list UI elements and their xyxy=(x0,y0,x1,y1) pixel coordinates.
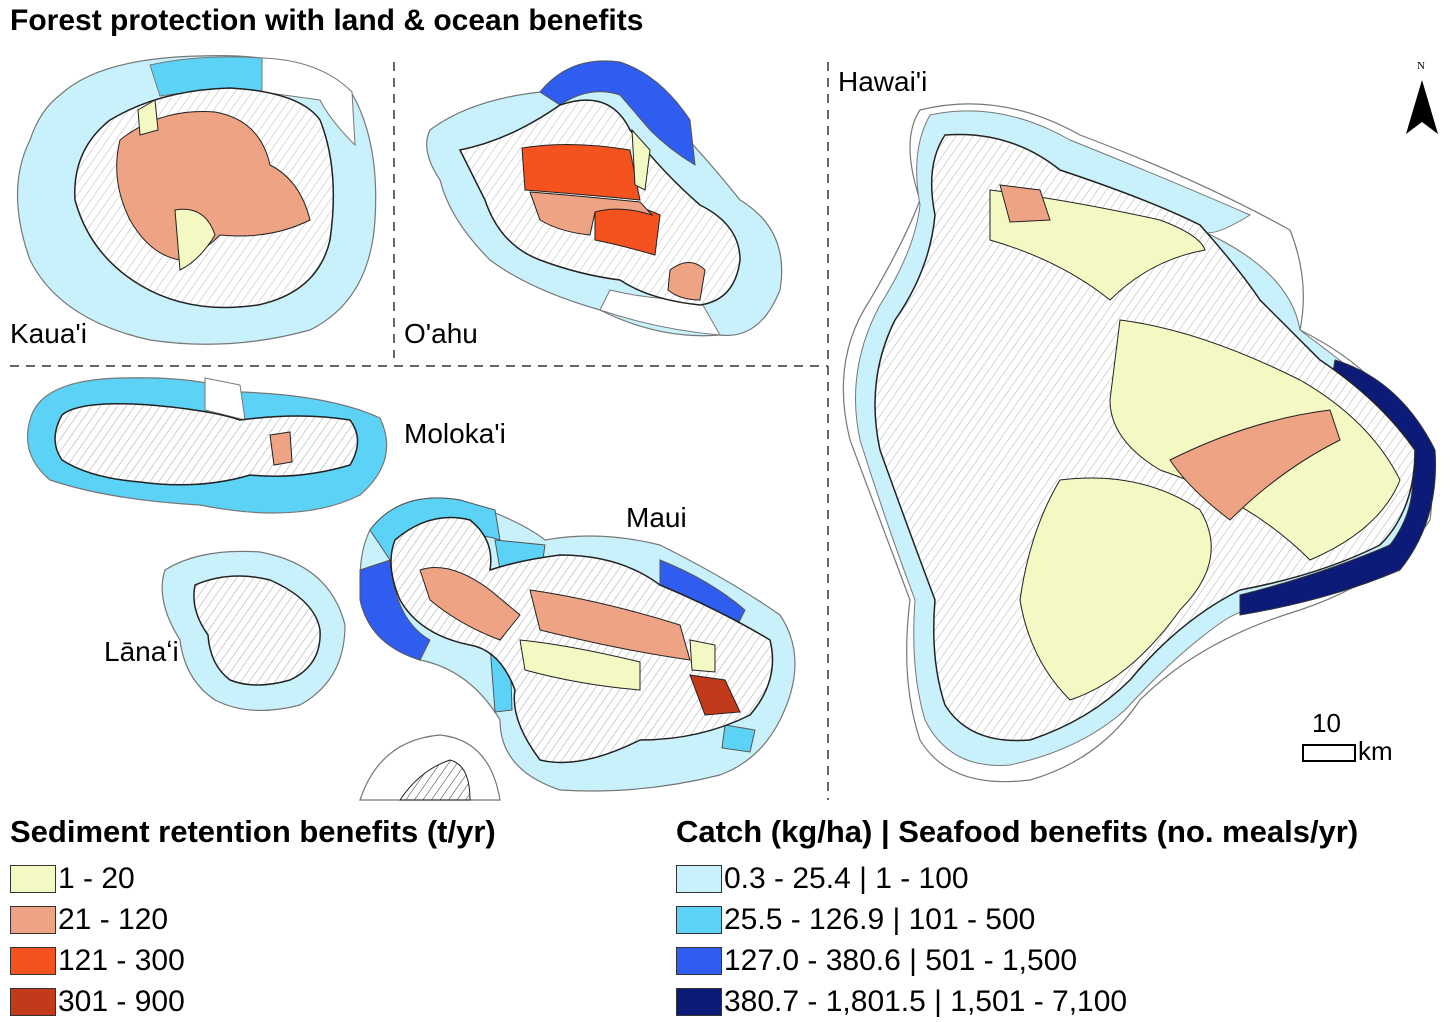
legend-sediment-item: 301 - 900 xyxy=(10,981,496,1022)
legend-catch-item: 0.3 - 25.4 | 1 - 100 xyxy=(676,858,1358,899)
label-kauai: Kaua'i xyxy=(10,318,87,349)
scale-bar: 10 km xyxy=(1300,708,1410,768)
kauai-sediment-1-20 xyxy=(174,208,216,271)
legend-label: 301 - 900 xyxy=(58,984,185,1018)
island-oahu xyxy=(426,60,783,337)
molokai-sediment-21-120 xyxy=(269,431,293,466)
legend-label: 25.5 - 126.9 | 101 - 500 xyxy=(724,902,1036,936)
legend-swatch xyxy=(676,864,722,893)
oahu-sediment-121-300 xyxy=(521,143,641,201)
island-molokai xyxy=(26,377,388,514)
label-lanai: Lānaʻi xyxy=(104,636,179,667)
oahu-sediment-21-120 xyxy=(529,191,654,236)
panel-dividers xyxy=(10,62,829,800)
north-arrow: N xyxy=(1404,60,1440,140)
scale-value: 10 xyxy=(1312,708,1341,738)
legend-swatch xyxy=(10,905,56,934)
legend-label: 127.0 - 380.6 | 501 - 1,500 xyxy=(724,943,1078,977)
legend-catch-title: Catch (kg/ha) | Seafood benefits (no. me… xyxy=(676,814,1359,849)
hawaii-sediment-21-120 xyxy=(1169,409,1341,521)
maui-sediment-1-20b xyxy=(689,639,716,673)
molokai-land-hatch xyxy=(55,403,358,485)
north-arrow-icon xyxy=(1406,80,1438,134)
legend-catch-item: 127.0 - 380.6 | 501 - 1,500 xyxy=(676,940,1358,981)
legend-label: 0.3 - 25.4 | 1 - 100 xyxy=(724,861,969,895)
legend-sediment: Sediment retention benefits (t/yr) 1 - 2… xyxy=(10,814,496,1022)
scale-bar-box xyxy=(1302,744,1356,762)
legend-catch-item: 380.7 - 1,801.5 | 1,501 - 7,100 xyxy=(676,981,1358,1022)
lanai-land-hatch xyxy=(193,576,321,685)
legend-sediment-title: Sediment retention benefits (t/yr) xyxy=(10,814,496,849)
maui-ocean-high-west xyxy=(359,559,431,661)
kauai-sediment-1-20b xyxy=(137,99,159,136)
legend-sediment-item: 21 - 120 xyxy=(10,899,496,940)
legend-catch: Catch (kg/ha) | Seafood benefits (no. me… xyxy=(676,814,1358,1022)
maui-sediment-1-20 xyxy=(519,639,641,691)
kauai-sediment-21-120 xyxy=(116,111,311,261)
island-lanai xyxy=(161,550,346,712)
label-hawaii: Hawai'i xyxy=(838,66,928,97)
legend-swatch xyxy=(10,864,56,893)
island-maui xyxy=(359,497,796,792)
label-molokai: Moloka'i xyxy=(404,418,506,449)
island-kauai xyxy=(16,55,377,345)
legend-label: 121 - 300 xyxy=(58,943,185,977)
legend-label: 380.7 - 1,801.5 | 1,501 - 7,100 xyxy=(724,984,1128,1018)
legend-catch-item: 25.5 - 126.9 | 101 - 500 xyxy=(676,899,1358,940)
oahu-ocean-high xyxy=(539,60,696,166)
legend-swatch xyxy=(676,946,722,975)
island-kahoolawe-partial xyxy=(359,734,501,801)
legend-sediment-item: 1 - 20 xyxy=(10,858,496,899)
oahu-sediment-21-120b xyxy=(667,262,706,301)
label-maui: Maui xyxy=(626,502,687,533)
oahu-sediment-1-20 xyxy=(631,128,651,191)
hawaii-sediment-21-120-north xyxy=(999,184,1051,223)
legend-swatch xyxy=(10,987,56,1016)
legend-swatch xyxy=(676,987,722,1016)
legend-label: 1 - 20 xyxy=(58,861,135,895)
maui-ocean-moderate-d xyxy=(721,724,756,753)
north-arrow-letter: N xyxy=(1417,60,1425,72)
legend-label: 21 - 120 xyxy=(58,902,169,936)
maui-sediment-301-900 xyxy=(689,674,741,716)
map-title: Forest protection with land & ocean bene… xyxy=(10,4,644,37)
maui-sediment-21-120 xyxy=(419,567,521,641)
label-oahu: O'ahu xyxy=(404,318,478,349)
island-hawaii xyxy=(842,103,1437,783)
legend-sediment-item: 121 - 300 xyxy=(10,940,496,981)
hawaii-sediment-1-20-south xyxy=(1019,477,1212,701)
legend-swatch xyxy=(10,946,56,975)
scale-unit: km xyxy=(1358,736,1393,766)
maui-sediment-21-120b xyxy=(529,589,691,661)
kauai-coast-white xyxy=(261,57,356,147)
legend-swatch xyxy=(676,905,722,934)
